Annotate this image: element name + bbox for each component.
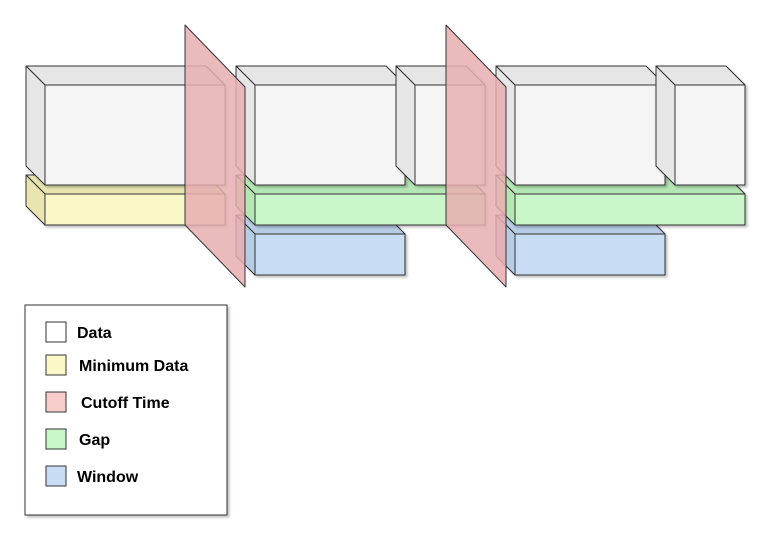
legend-swatch-minimum-data (45, 354, 67, 376)
data-block-4-front-face (514, 84, 666, 186)
legend-label-minimum-data: Minimum Data (79, 358, 188, 375)
legend-label-window: Window (77, 469, 139, 486)
legend: Data Minimum Data Cutoff Time Gap Window (24, 304, 228, 516)
data-block-3-side-face (395, 65, 416, 186)
data-block-2 (235, 65, 406, 186)
data-block-1 (25, 65, 226, 186)
data-block-1-side-face (25, 65, 46, 186)
data-block-2-front-face (254, 84, 406, 186)
legend-label-data: Data (77, 325, 112, 342)
data-block-2-top-face (235, 65, 406, 86)
data-block-4 (495, 65, 666, 186)
gap-block-2-front-face (514, 193, 746, 226)
legend-label-cutoff-time: Cutoff Time (81, 395, 170, 412)
legend-swatch-gap (45, 428, 67, 450)
legend-swatch-cutoff-time (45, 391, 67, 413)
data-block-5-front-face (674, 84, 746, 186)
data-block-5-side-face (655, 65, 676, 186)
diagram-shapes (25, 24, 746, 288)
cutoff-time-plane-1 (184, 24, 246, 288)
data-block-4-top-face (495, 65, 666, 86)
window-block-1-front-face (254, 233, 406, 276)
legend-label-gap: Gap (79, 432, 110, 449)
legend-swatch-window (45, 465, 67, 487)
data-block-5 (655, 65, 746, 186)
window-block-2-front-face (514, 233, 666, 276)
cutoff-time-plane-2 (445, 24, 507, 288)
legend-swatch-data (45, 321, 67, 343)
